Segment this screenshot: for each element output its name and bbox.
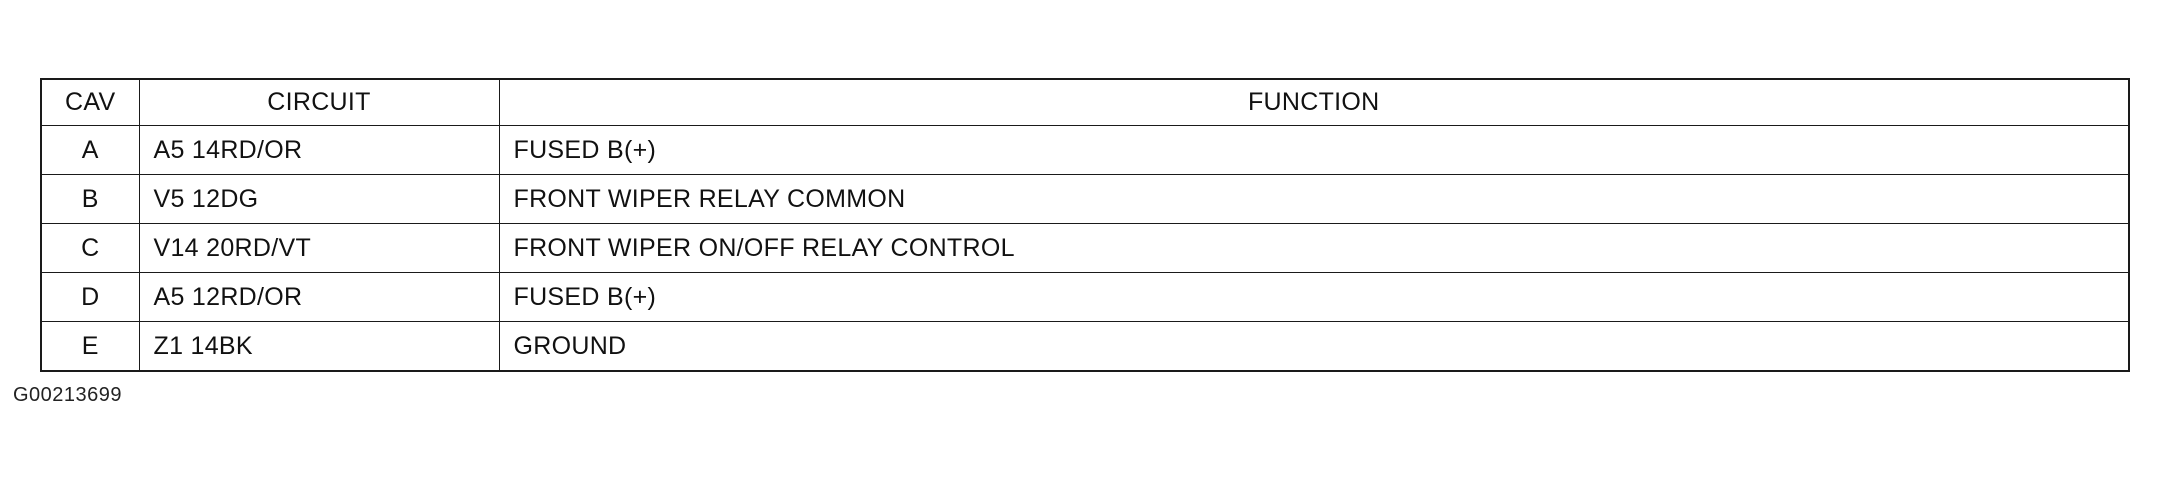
table-row: D A5 12RD/OR FUSED B(+) (40, 272, 2130, 322)
table-row: C V14 20RD/VT FRONT WIPER ON/OFF RELAY C… (40, 223, 2130, 273)
cell-circuit: Z1 14BK (138, 321, 500, 372)
table-header-row: CAV CIRCUIT FUNCTION (40, 78, 2130, 126)
cell-function: FRONT WIPER RELAY COMMON (498, 174, 2130, 224)
table-row: A A5 14RD/OR FUSED B(+) (40, 125, 2130, 175)
table-row: E Z1 14BK GROUND (40, 321, 2130, 372)
cell-cav: D (40, 272, 140, 322)
cell-function: FRONT WIPER ON/OFF RELAY CONTROL (498, 223, 2130, 273)
header-cav: CAV (40, 78, 140, 126)
cell-circuit: A5 12RD/OR (138, 272, 500, 322)
cell-function: FUSED B(+) (498, 125, 2130, 175)
cell-cav: B (40, 174, 140, 224)
figure-id: G00213699 (13, 384, 123, 406)
cell-function: FUSED B(+) (498, 272, 2130, 322)
connector-pinout-table: CAV CIRCUIT FUNCTION A A5 14RD/OR FUSED … (40, 78, 2130, 372)
header-circuit: CIRCUIT (138, 78, 500, 126)
cell-circuit: V5 12DG (138, 174, 500, 224)
cell-circuit: A5 14RD/OR (138, 125, 500, 175)
table-row: B V5 12DG FRONT WIPER RELAY COMMON (40, 174, 2130, 224)
cell-function: GROUND (498, 321, 2130, 372)
header-function: FUNCTION (498, 78, 2130, 126)
cell-cav: E (40, 321, 140, 372)
cell-cav: A (40, 125, 140, 175)
cell-cav: C (40, 223, 140, 273)
cell-circuit: V14 20RD/VT (138, 223, 500, 273)
